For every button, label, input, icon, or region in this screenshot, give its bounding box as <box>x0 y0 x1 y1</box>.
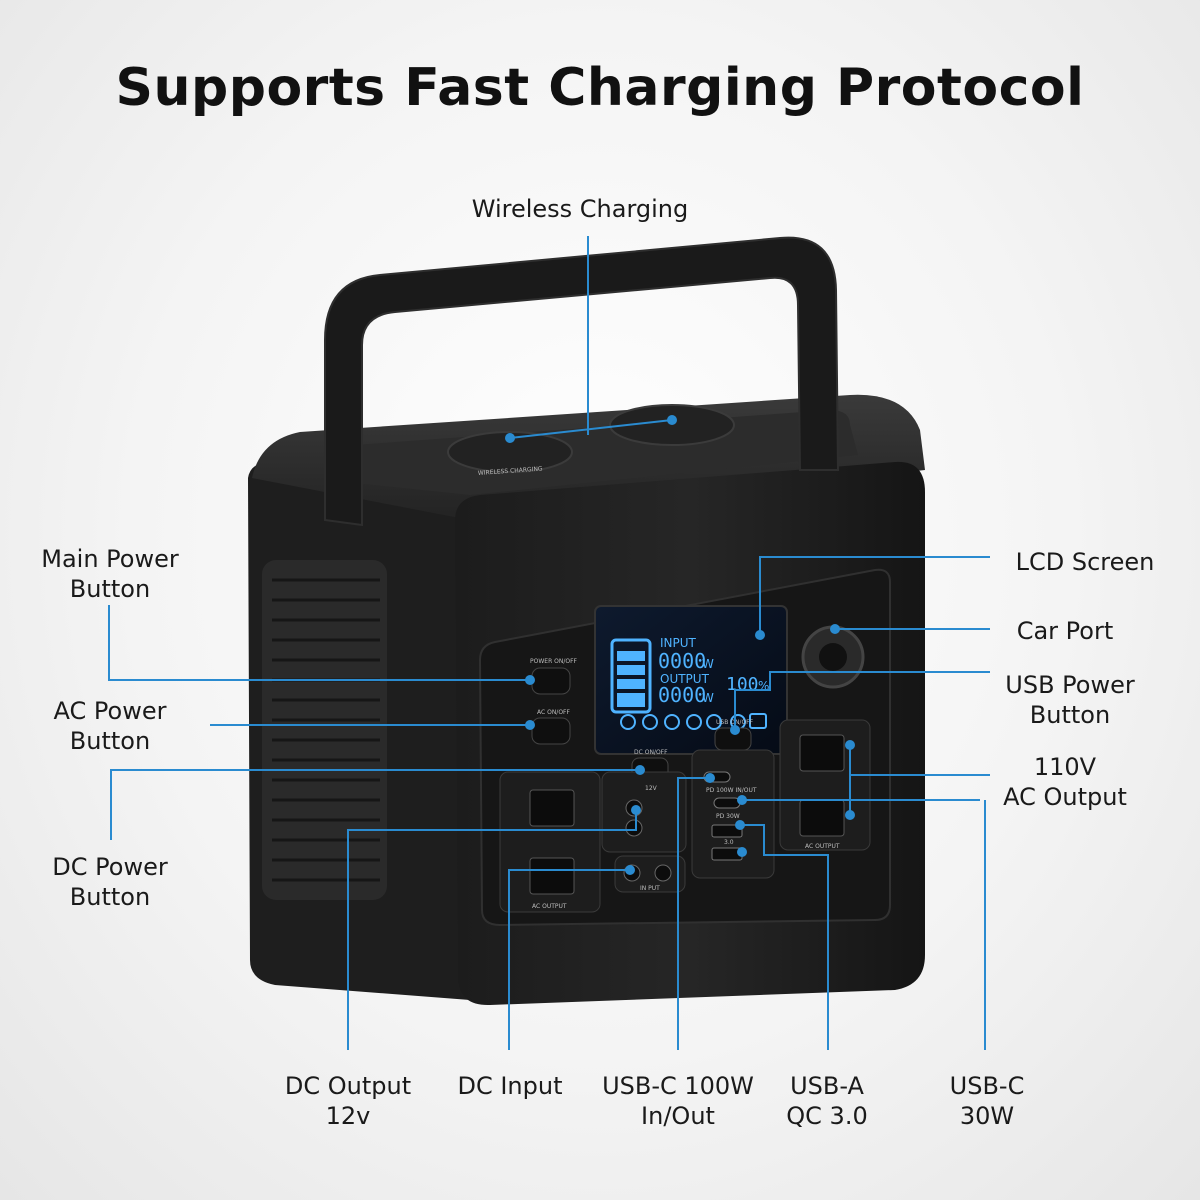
carry-handle <box>324 236 840 527</box>
side-vent-slats <box>272 578 380 882</box>
label-pd-30w: PD 30W <box>716 813 740 820</box>
lcd-percent-sign: % <box>758 679 769 693</box>
callout-car-port: Car Port <box>1016 617 1114 645</box>
callout-usba-qc: USB-A QC 3.0 <box>786 1072 868 1130</box>
label-12v: 12V <box>645 785 658 792</box>
lcd-screen <box>594 605 788 755</box>
lcd-status-icons <box>620 713 767 730</box>
callout-usb-power-button: USB Power Button <box>1005 671 1135 729</box>
callout-dots <box>505 415 855 875</box>
label-dc-onoff: DC ON/OFF <box>634 749 668 756</box>
side-vent <box>262 560 387 900</box>
label-ac-output-right: AC OUTPUT <box>805 843 840 850</box>
label-power-onoff: POWER ON/OFF <box>530 658 578 665</box>
callout-110v-ac-output: 110V AC Output <box>1003 753 1127 811</box>
ac-outlet-module-left <box>499 771 601 913</box>
lcd-input-unit: W <box>702 657 714 671</box>
lcd-input-label: INPUT <box>660 636 697 650</box>
lcd-battery-outline <box>610 638 652 714</box>
lcd-input-value: 0000 <box>658 649 706 673</box>
callout-ac-power-button: AC Power Button <box>53 697 167 755</box>
callout-dc-power-button: DC Power Button <box>52 853 168 911</box>
callout-main-power-button: Main Power Button <box>41 545 179 603</box>
lcd-output-unit: W <box>702 691 714 705</box>
label-ac-onoff: AC ON/OFF <box>537 709 571 716</box>
page-headline: Supports Fast Charging Protocol <box>115 58 1085 118</box>
callout-usbc-100w: USB-C 100W In/Out <box>602 1072 754 1130</box>
callout-dc-output-12v: DC Output 12v <box>284 1072 412 1130</box>
lcd-output-value: 0000 <box>658 683 706 707</box>
label-qc-3: 3.0 <box>724 839 734 846</box>
main-power-switch <box>531 667 571 695</box>
callout-lcd-screen: LCD Screen <box>1015 548 1155 576</box>
lcd-battery-percent: 100 <box>726 674 759 695</box>
label-wireless-pad: WIRELESS CHARGING <box>478 465 544 477</box>
label-ac-output-left: AC OUTPUT <box>532 903 567 910</box>
callout-usbc-30w: USB-C 30W <box>949 1072 1025 1130</box>
callout-lines <box>108 236 990 1050</box>
lcd-output-label: OUTPUT <box>660 672 710 686</box>
ac-power-switch <box>531 717 571 745</box>
dc-module <box>601 771 687 853</box>
label-input: IN PUT <box>640 885 660 892</box>
label-pd-100w: PD 100W IN/OUT <box>706 787 757 794</box>
callout-wireless-charging: Wireless Charging <box>471 195 689 223</box>
callout-dc-input: DC Input <box>457 1072 563 1100</box>
wireless-pad-left <box>447 431 573 473</box>
